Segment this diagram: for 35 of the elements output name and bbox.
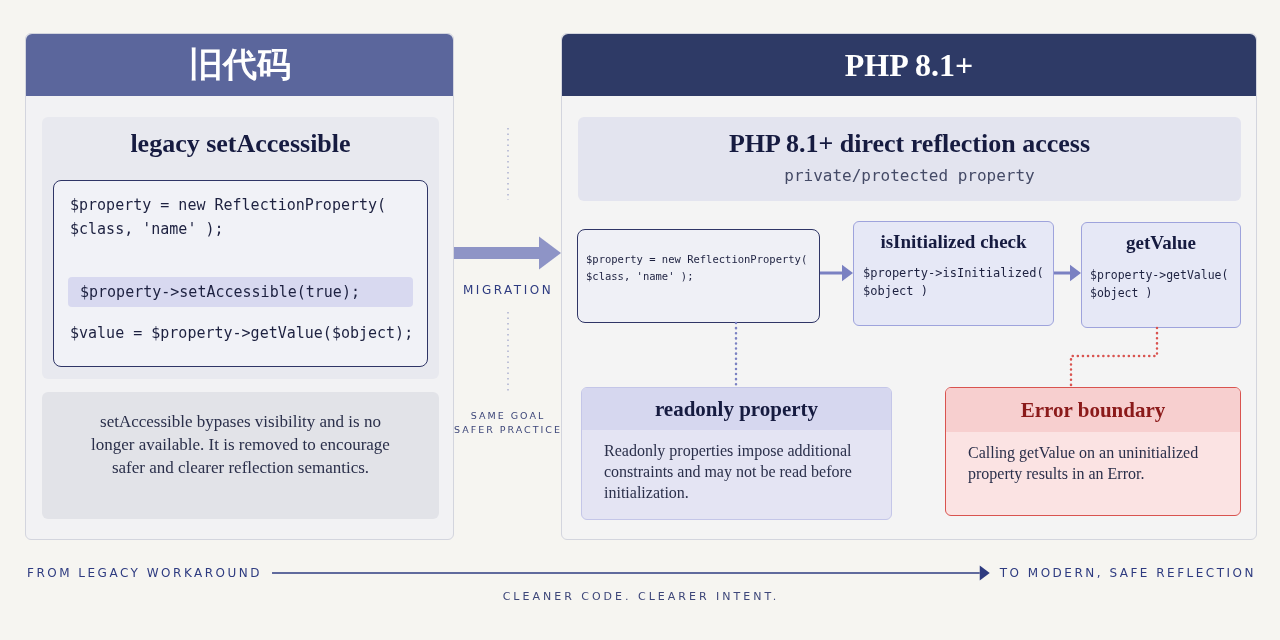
code-text: $property->isInitialized( $object ) <box>863 265 1045 300</box>
code-panel <box>561 33 1257 540</box>
tagline: CLEANER CODE. CLEARER INTENT. <box>501 590 781 603</box>
step-box <box>853 221 1054 326</box>
panel-header: PHP 8.1+ <box>562 34 1256 96</box>
axis-label: TO MODERN, SAFE REFLECTION <box>999 566 1256 580</box>
code-text: $property = new ReflectionProperty( $class, 'name' ); <box>70 195 388 240</box>
card-title: getValue <box>1125 232 1197 254</box>
code-text: $value = $property->getValue($object); <box>70 323 415 344</box>
note-card <box>581 387 892 520</box>
card-title: PHP 8.1+ direct reflection access <box>727 129 1092 159</box>
arrow <box>1054 264 1081 282</box>
arrow <box>820 264 853 282</box>
code-box <box>53 180 428 367</box>
step-box <box>1081 222 1241 328</box>
body-text: Calling getValue on an uninitialized property results in an Error. <box>968 443 1200 484</box>
note-card: setAccessible bypases visibility and is no longer available. It is removed to encourage safer and clearer reflection semantics. <box>42 392 439 519</box>
highlight-bar: $property->setAccessible(true); <box>68 277 413 307</box>
axis-label: FROM LEGACY WORKAROUND <box>27 566 263 580</box>
code-text: $property->getValue( $object ) <box>1090 267 1230 302</box>
error-card <box>945 387 1241 516</box>
subtitle: private/protected property <box>783 166 1036 185</box>
connector <box>1069 326 1159 389</box>
card-title: Error boundary <box>946 388 1240 432</box>
arrow <box>271 565 990 581</box>
card-title: isInitialized check <box>879 231 1028 253</box>
panel-header: 旧代码 <box>26 34 453 96</box>
side-note: SAME GOAL SAFER PRACTICE <box>453 409 563 437</box>
migration-arrow <box>454 236 561 270</box>
card-title: legacy setAccessible <box>129 129 352 159</box>
code-card <box>42 117 439 379</box>
body-text: Readonly properties impose additional constraints and may not be read before initialization. <box>604 441 853 503</box>
card-title: readonly property <box>582 388 891 430</box>
code-box: $property = new ReflectionProperty( $class, 'name' ); <box>577 229 820 323</box>
code-panel <box>25 33 454 540</box>
